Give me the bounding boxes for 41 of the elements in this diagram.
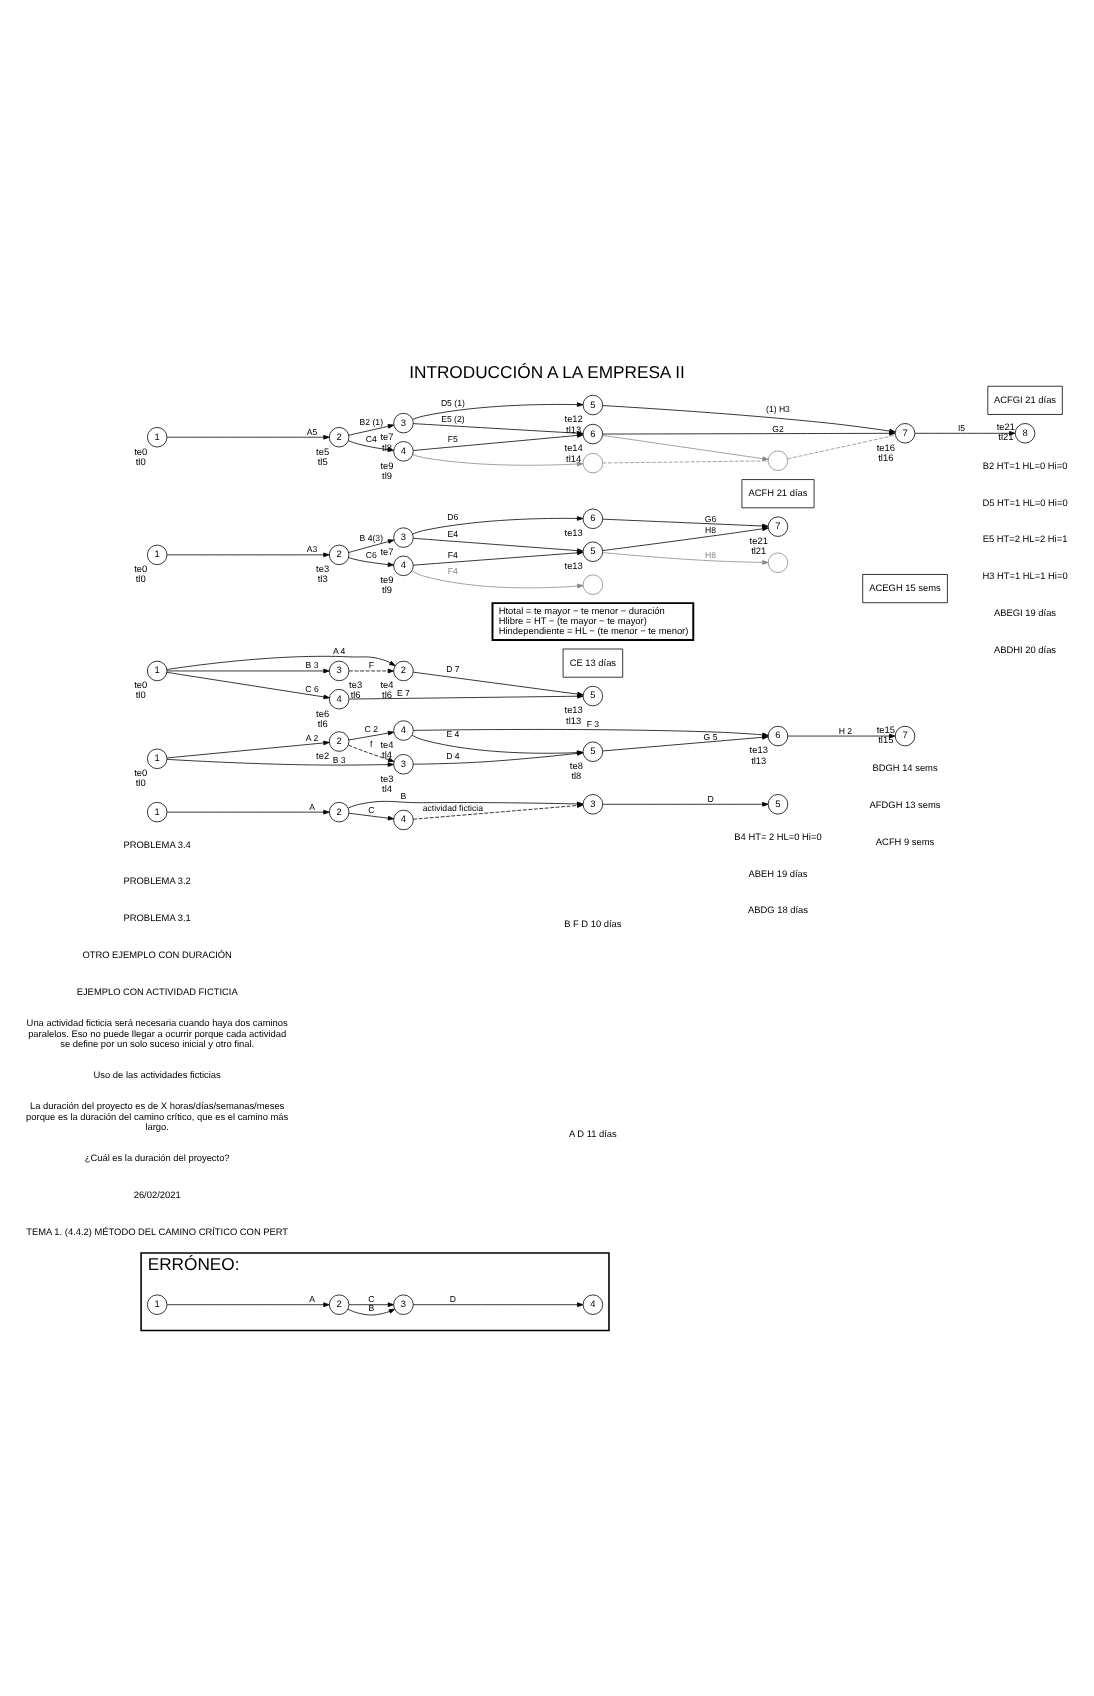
arrow bbox=[347, 1307, 396, 1315]
arrow bbox=[412, 515, 584, 534]
arrow bbox=[602, 434, 769, 460]
arrow bbox=[166, 808, 330, 814]
arrow bbox=[166, 551, 330, 557]
arrow bbox=[166, 1301, 330, 1307]
arrow bbox=[348, 538, 395, 552]
arrow bbox=[166, 433, 330, 439]
arrow bbox=[348, 667, 394, 673]
arrow bbox=[348, 1301, 394, 1307]
arrow bbox=[348, 439, 394, 451]
arrow bbox=[602, 525, 769, 550]
connector bbox=[787, 433, 896, 459]
arrow bbox=[412, 432, 584, 450]
arrow bbox=[412, 1301, 584, 1307]
arrow bbox=[166, 667, 330, 673]
node-circle bbox=[582, 573, 604, 594]
arrow bbox=[787, 732, 896, 738]
arrow bbox=[602, 430, 896, 435]
node-circle bbox=[767, 449, 789, 470]
connector bbox=[602, 459, 769, 463]
arrow bbox=[602, 551, 769, 564]
arrow bbox=[348, 556, 394, 566]
arrow bbox=[166, 758, 394, 766]
arrow bbox=[348, 423, 395, 435]
arrow bbox=[411, 569, 584, 588]
arrow bbox=[914, 430, 1016, 435]
node-circle bbox=[582, 451, 604, 473]
arrow bbox=[602, 801, 769, 806]
arrow bbox=[412, 453, 584, 466]
arrow bbox=[602, 734, 769, 751]
arrow bbox=[348, 729, 395, 740]
arrow bbox=[348, 743, 395, 761]
diagram-title: INTRODUCCIÓN A LA EMPRESA II bbox=[409, 361, 685, 382]
arrow bbox=[413, 728, 769, 737]
arrow bbox=[166, 654, 396, 669]
node-circle bbox=[767, 551, 789, 572]
arrow bbox=[412, 401, 584, 419]
arrow bbox=[166, 739, 330, 758]
arrow bbox=[348, 811, 395, 820]
arrow bbox=[166, 670, 330, 699]
